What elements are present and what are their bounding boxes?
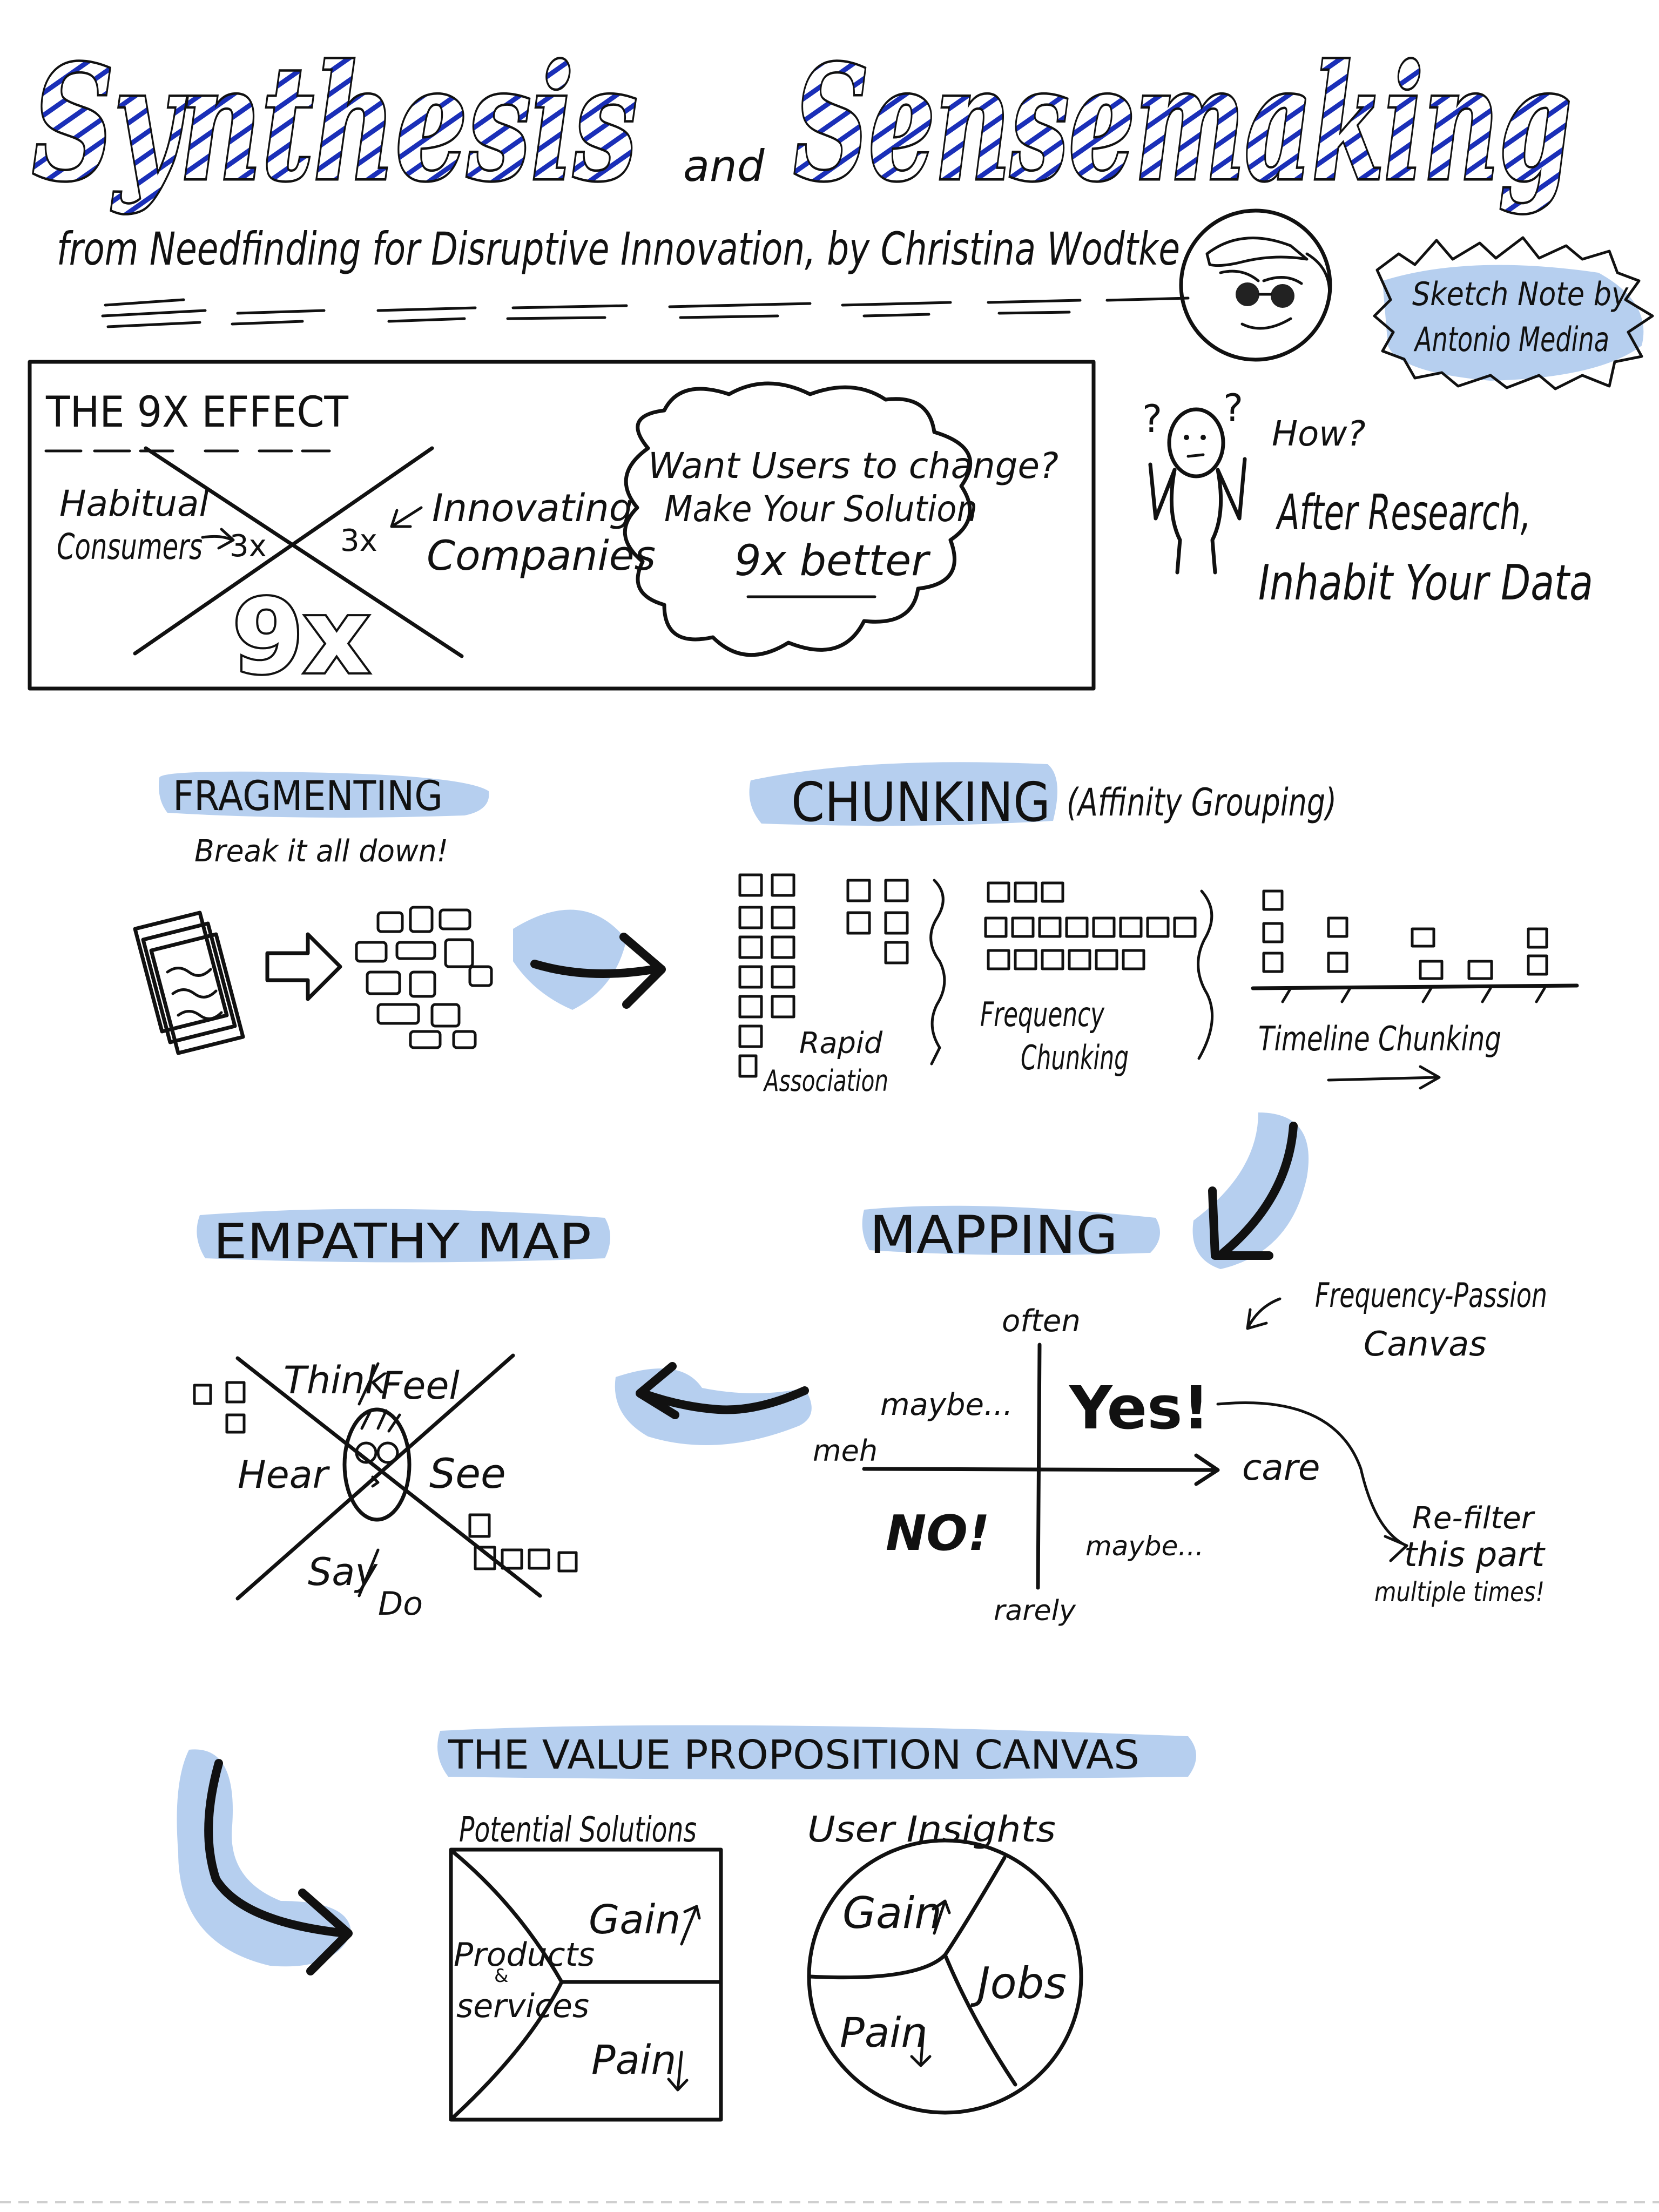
pain-square: Pain bbox=[591, 2037, 676, 2083]
vpc-section: THE VALUE PROPOSITION CANVAS Potential S… bbox=[177, 1725, 1196, 2122]
empathy-see: See bbox=[429, 1449, 506, 1498]
subtitle: from Needfinding for Disruptive Innovati… bbox=[57, 222, 1180, 275]
fragmenting-sub: Break it all down! bbox=[194, 834, 448, 869]
vpc-heading: THE VALUE PROPOSITION CANVAS bbox=[448, 1732, 1139, 1778]
refilter-line-3: multiple times! bbox=[1374, 1576, 1545, 1608]
title-word-synthesis: Synthesis bbox=[32, 32, 637, 215]
cloud-line-2: Make Your Solution bbox=[664, 488, 977, 530]
fragmenting-to-chunking-arrow bbox=[530, 933, 666, 1009]
title-block: Synthesis and Sensemaking from Needfindi… bbox=[30, 30, 1654, 390]
mapping-section: MAPPING often rarely meh care maybe... Y… bbox=[615, 1205, 1547, 1627]
nine-x-effect-panel: THE 9X EFFECT Habitual Consumers 3x 3x I… bbox=[28, 360, 1096, 699]
papers-icon bbox=[133, 911, 245, 1055]
question-mark-2: ? bbox=[1223, 386, 1243, 430]
solutions-square bbox=[449, 1847, 723, 2122]
right-multiplier: 3x bbox=[340, 523, 377, 558]
empathy-say: Say bbox=[308, 1550, 378, 1594]
freq-line-2: Chunking bbox=[1021, 1038, 1129, 1077]
quadrant-bottom-left: NO! bbox=[886, 1505, 990, 1562]
products-line-1: Products bbox=[454, 1936, 595, 1974]
habitual-line2: Consumers bbox=[57, 526, 203, 568]
canvas-line-1: Frequency-Passion bbox=[1315, 1276, 1547, 1315]
innovating-line2: Companies bbox=[427, 531, 656, 579]
how-line-1: After Research, bbox=[1276, 484, 1531, 541]
how-figure: ? ? How? After Research, Inhabit Your Da… bbox=[1142, 386, 1593, 611]
products-line-2: services bbox=[456, 1987, 589, 2025]
quadrant-bottom-right: maybe... bbox=[1085, 1530, 1204, 1562]
subtitle-underline-dashes bbox=[101, 296, 1190, 328]
rapid-line-2: Association bbox=[763, 1064, 888, 1098]
timeline-label: Timeline Chunking bbox=[1258, 1019, 1501, 1058]
fragments-icon bbox=[355, 906, 493, 1049]
mapping-to-empathy-arrow bbox=[636, 1362, 809, 1419]
question-mark-1: ? bbox=[1142, 397, 1162, 441]
timeline-chunking bbox=[1251, 889, 1579, 1003]
cloud-line-1: Want Users to change? bbox=[648, 445, 1058, 487]
fragment-arrow-icon bbox=[265, 932, 342, 1001]
empathy-think: Think bbox=[284, 1358, 388, 1402]
insights-label: User Insights bbox=[807, 1809, 1056, 1850]
chunking-section: CHUNKING (Affinity Grouping) Rapid Assoc… bbox=[738, 762, 1579, 1269]
empathy-do: Do bbox=[378, 1585, 423, 1623]
frequency-chunking-squares bbox=[984, 881, 1197, 970]
axis-meh: meh bbox=[813, 1434, 878, 1468]
empathy-to-vpc-arrow bbox=[204, 1759, 353, 1975]
thought-cloud bbox=[623, 381, 973, 657]
empathy-feel: Feel bbox=[381, 1364, 460, 1408]
fragmenting-heading: FRAGMENTING bbox=[173, 772, 443, 820]
empathy-sticky-notes bbox=[193, 1381, 578, 1573]
empathy-hear: Hear bbox=[238, 1453, 331, 1497]
fragmenting-section: FRAGMENTING Break it all down! bbox=[133, 771, 666, 1055]
quadrant-top-right: Yes! bbox=[1068, 1373, 1210, 1442]
how-line-2: Inhabit Your Data bbox=[1258, 555, 1593, 611]
credit-line-2: Antonio Medina bbox=[1413, 320, 1609, 359]
axis-often: often bbox=[1002, 1304, 1081, 1339]
author-avatar bbox=[1179, 208, 1332, 362]
cloud-line-3: 9x better bbox=[734, 537, 931, 585]
credit-line-1: Sketch Note by bbox=[1412, 275, 1629, 313]
products-amp: & bbox=[494, 1965, 509, 1987]
quadrant-top-left: maybe... bbox=[880, 1387, 1013, 1422]
solutions-label: Potential Solutions bbox=[459, 1810, 697, 1850]
mapping-heading: MAPPING bbox=[869, 1205, 1118, 1265]
axis-rarely: rarely bbox=[994, 1595, 1076, 1627]
refilter-line-1: Re-filter bbox=[1412, 1501, 1535, 1536]
canvas-line-2: Canvas bbox=[1364, 1324, 1487, 1364]
gain-circle: Gain bbox=[842, 1888, 942, 1938]
empathy-map-section: EMPATHY MAP Think Feel Hear See Say Do bbox=[193, 1209, 610, 1623]
chunking-to-mapping-arrow bbox=[1208, 1122, 1298, 1260]
gain-square: Gain bbox=[589, 1897, 680, 1943]
left-multiplier: 3x bbox=[230, 529, 267, 564]
title-word-sensemaking: Sensemaking bbox=[794, 32, 1572, 215]
refilter-line-2: this part bbox=[1404, 1535, 1546, 1574]
empathy-heading: EMPATHY MAP bbox=[213, 1213, 591, 1270]
rapid-line-1: Rapid bbox=[799, 1026, 883, 1060]
freq-line-1: Frequency bbox=[980, 995, 1105, 1034]
title-and: and bbox=[683, 141, 765, 191]
jobs-label: Jobs bbox=[970, 1958, 1067, 2008]
chunking-paren: (Affinity Grouping) bbox=[1067, 780, 1337, 825]
habitual-line1: Habitual bbox=[59, 483, 209, 524]
nine-x-heading: THE 9X EFFECT bbox=[45, 388, 348, 437]
rapid-association-squares bbox=[738, 873, 909, 1078]
how-label: How? bbox=[1272, 414, 1366, 454]
credit-badge: Sketch Note by Antonio Medina bbox=[1373, 236, 1654, 390]
pain-circle: Pain bbox=[840, 2008, 927, 2056]
nine-x-center: 9x bbox=[232, 577, 370, 697]
axis-care: care bbox=[1242, 1447, 1320, 1488]
innovating-line1: Innovating bbox=[432, 486, 633, 530]
chunking-heading: CHUNKING bbox=[791, 771, 1050, 834]
